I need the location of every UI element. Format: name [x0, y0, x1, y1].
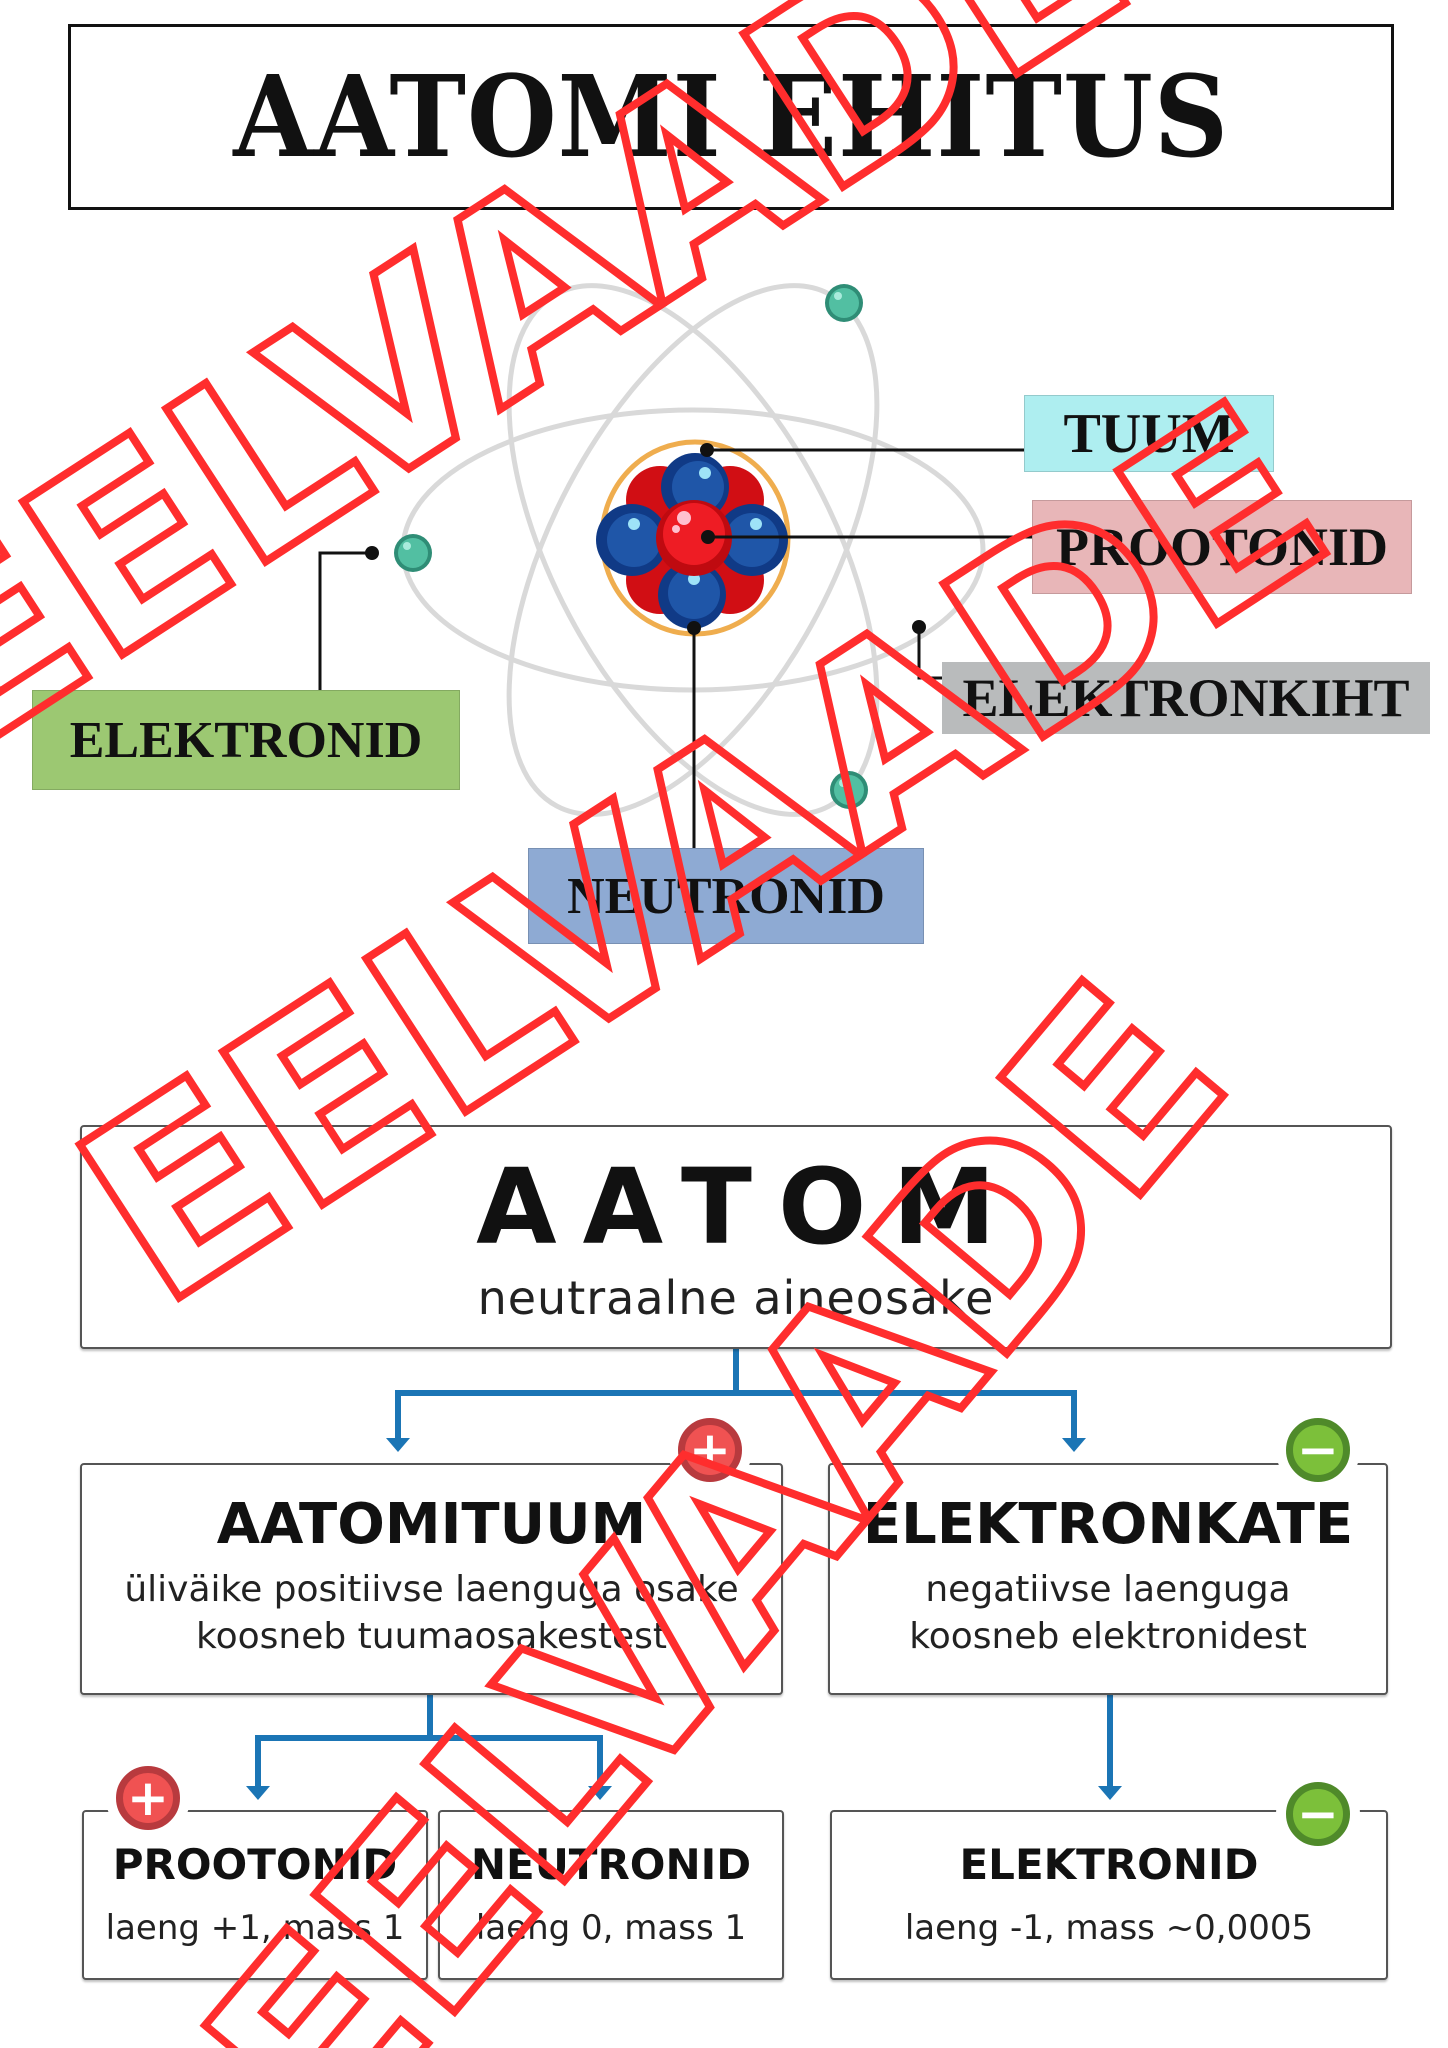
- label-elektronkiht: ELEKTRONKIHT: [942, 662, 1430, 734]
- page-title: AATOMI EHITUS: [233, 51, 1229, 183]
- atom-root-box: AATOM neutraalne aineosake: [80, 1125, 1392, 1349]
- label-neutronid: NEUTRONID: [528, 848, 924, 944]
- atom-root-title: AATOM: [476, 1146, 1022, 1268]
- protons-properties: laeng +1, mass 1: [105, 1908, 405, 1948]
- electron-icons: [394, 284, 868, 809]
- electron-shell-description-1: negatiivse laenguga: [925, 1569, 1291, 1610]
- electron-shell-description-2: koosneb elektronidest: [909, 1615, 1307, 1657]
- plus-icon: +: [678, 1418, 742, 1482]
- title-box: AATOMI EHITUS: [68, 24, 1394, 210]
- neutrons-box: NEUTRONID laeng 0, mass 1: [438, 1810, 784, 1980]
- plus-icon: +: [116, 1766, 180, 1830]
- minus-icon: −: [1286, 1418, 1350, 1482]
- electrons-badge: −: [1276, 1772, 1360, 1856]
- protons-badge: +: [106, 1756, 190, 1840]
- concept-map-connectors: [246, 1349, 1122, 1800]
- nucleus-box: AATOMITUUM üliväike positiivse laenguga …: [80, 1463, 783, 1695]
- nucleus-icon: [596, 439, 791, 637]
- minus-icon: −: [1286, 1782, 1350, 1846]
- protons-title: PROOTONID: [112, 1840, 398, 1889]
- label-tuum: TUUM: [1024, 395, 1274, 472]
- electron-shell-badge: −: [1276, 1408, 1360, 1492]
- electron-shell-title: ELEKTRONKATE: [862, 1492, 1354, 1557]
- atom-root-subtitle: neutraalne aineosake: [477, 1271, 995, 1325]
- protons-box: PROOTONID laeng +1, mass 1: [82, 1810, 428, 1980]
- label-elektronid: ELEKTRONID: [32, 690, 460, 790]
- leader-dots: [365, 443, 926, 635]
- nucleus-title: AATOMITUUM: [216, 1492, 647, 1557]
- neutrons-title: NEUTRONID: [470, 1840, 752, 1889]
- electrons-properties: laeng -1, mass ~0,0005: [904, 1908, 1314, 1948]
- neutrons-properties: laeng 0, mass 1: [475, 1908, 747, 1948]
- nucleus-badge: +: [668, 1408, 752, 1492]
- atom-illustration: [318, 283, 1032, 848]
- electron-shell-box: ELEKTRONKATE negatiivse laenguga koosneb…: [828, 1463, 1388, 1695]
- leader-lines: [318, 448, 1032, 848]
- nucleus-description-2: koosneb tuumaosakestest: [196, 1615, 667, 1657]
- label-prootonid: PROOTONID: [1032, 500, 1412, 594]
- nucleus-description-1: üliväike positiivse laenguga osake: [124, 1569, 739, 1610]
- orbit-diagonal-right: [506, 283, 880, 817]
- electrons-title: ELEKTRONID: [959, 1840, 1259, 1889]
